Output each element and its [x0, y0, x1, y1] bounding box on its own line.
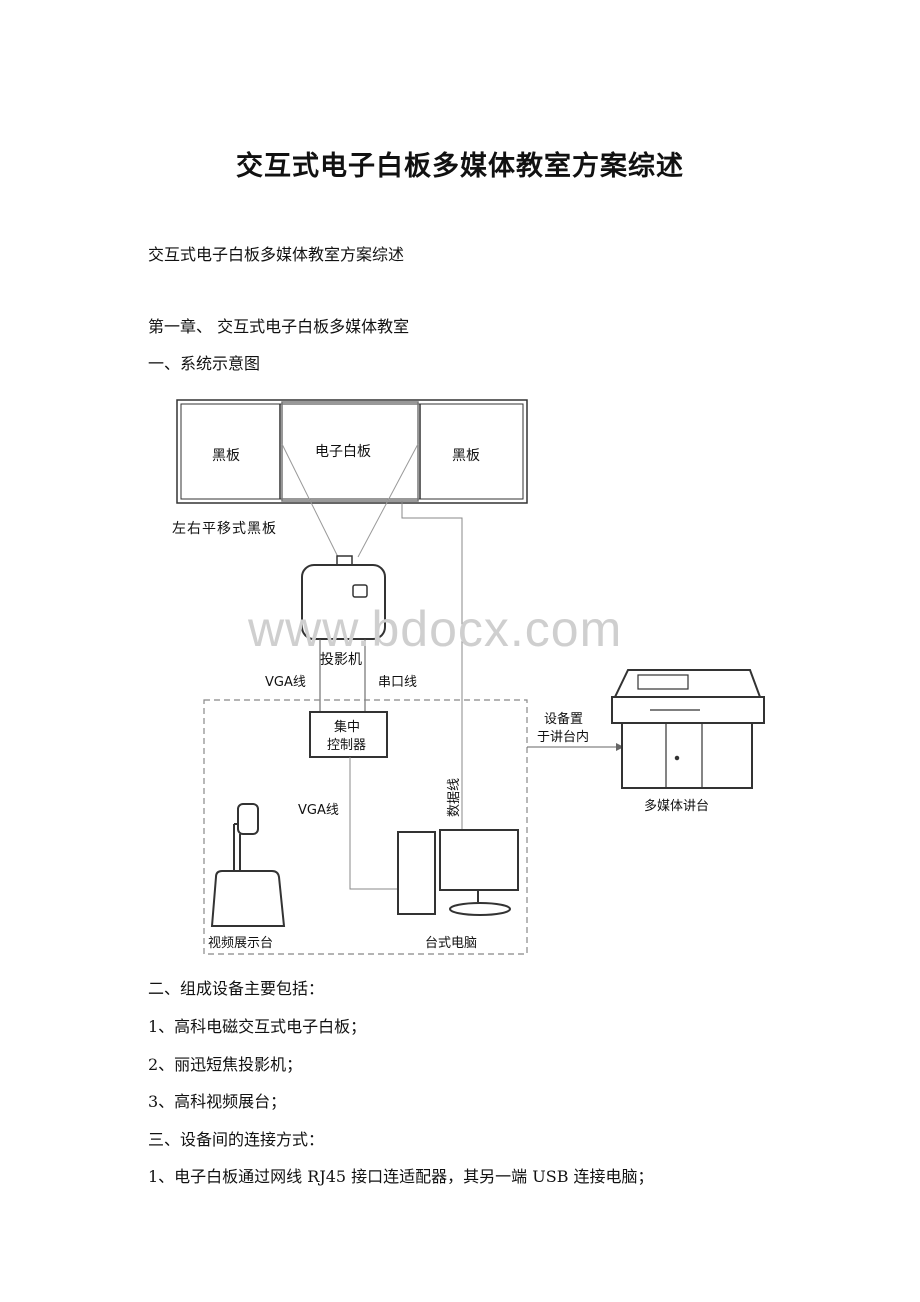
controller-box	[309, 711, 388, 758]
section-heading-connections: 三、设备间的连接方式：	[148, 1130, 325, 1149]
document-title: 交互式电子白板多媒体教室方案综述	[236, 151, 684, 182]
vga-top-label: VGA线	[265, 675, 306, 690]
equipment-boundary	[203, 699, 528, 955]
system-diagram: 黑板 电子白板 黑板 左右平移式黑板 投影机 VGA线 串口线 集中 控制器 数…	[172, 399, 765, 955]
visualizer-head	[237, 803, 259, 835]
monitor-stand	[449, 902, 511, 916]
whiteboard-label: 电子白板	[315, 444, 371, 460]
podium-note-line1: 设备置	[544, 711, 583, 727]
blackboard-caption: 左右平移式黑板	[172, 521, 277, 537]
projector-body	[301, 564, 386, 640]
blackboard-frame	[176, 399, 528, 504]
chapter-heading: 第一章、 交互式电子白板多媒体教室	[148, 317, 410, 336]
section-heading-equipment: 二、组成设备主要包括：	[148, 979, 325, 998]
podium-label: 多媒体讲台	[644, 798, 709, 814]
subtitle-text: 交互式电子白板多媒体教室方案综述	[148, 245, 405, 264]
serial-label: 串口线	[378, 675, 417, 690]
whiteboard-frame	[281, 401, 419, 502]
visualizer-label: 视频展示台	[208, 936, 273, 951]
equipment-item: 1、高科电磁交互式电子白板；	[148, 1017, 367, 1036]
podium-drawing	[611, 669, 765, 789]
section-heading-diagram: 一、系统示意图	[148, 354, 261, 373]
watermark: www.bdocx.com	[248, 601, 623, 657]
desktop-label: 台式电脑	[425, 936, 477, 951]
controller-label-line2: 控制器	[327, 738, 366, 753]
vga-bottom-label: VGA线	[298, 803, 339, 818]
equipment-item: 3、高科视频展台；	[148, 1092, 287, 1111]
blackboard-right-label: 黑板	[452, 448, 480, 464]
equipment-item: 2、丽迅短焦投影机；	[148, 1055, 303, 1074]
projector-label: 投影机	[320, 652, 362, 668]
data-line-label: 数据线	[447, 778, 462, 817]
podium-note-line2: 于讲台内	[537, 729, 589, 745]
controller-label-line1: 集中	[334, 719, 360, 735]
blackboard-frame-inner	[180, 403, 524, 500]
visualizer-base	[210, 870, 286, 927]
data-line	[401, 501, 463, 832]
blackboard-left-label: 黑板	[212, 448, 240, 464]
pc-tower	[397, 831, 436, 915]
monitor-screen	[439, 829, 519, 891]
connection-item: 1、电子白板通过网线 RJ45 接口连适配器，其另一端 USB 连接电脑；	[148, 1167, 654, 1186]
